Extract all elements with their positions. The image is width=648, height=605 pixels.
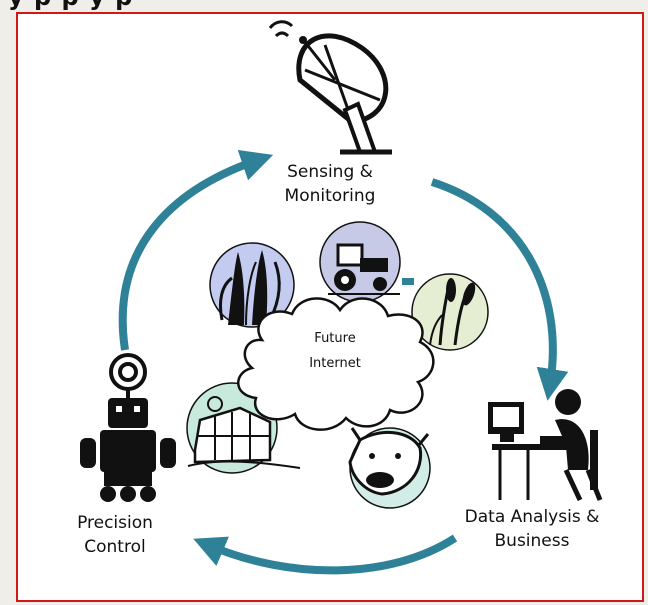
satellite-dish-icon xyxy=(268,20,392,155)
analysis-label-line2: Business xyxy=(494,531,570,551)
future-internet-cloud xyxy=(237,297,435,431)
arrow-sensing-to-analysis xyxy=(430,178,569,401)
arrow-analysis-to-control xyxy=(193,534,458,575)
cropped-heading-text: y p p y p xyxy=(8,0,133,11)
cow-icon xyxy=(348,427,431,509)
computer-user-icon xyxy=(488,389,603,502)
sensing-label-line2: Monitoring xyxy=(284,186,376,206)
cropped-heading: y p p y p xyxy=(0,0,648,12)
cloud-label-line1: Future xyxy=(314,331,356,346)
tractor-icon xyxy=(319,221,401,303)
node-sensing-monitoring: Sensing & Monitoring xyxy=(255,160,405,208)
cloud-label: Future Internet xyxy=(290,326,380,376)
node-precision-control: Precision Control xyxy=(50,511,180,559)
control-label-line1: Precision xyxy=(77,513,153,533)
sensing-label-line1: Sensing & xyxy=(287,162,373,182)
analysis-label-line1: Data Analysis & xyxy=(464,507,600,527)
corn-icon xyxy=(209,242,295,328)
wheat-icon xyxy=(402,273,489,351)
cloud-label-line2: Internet xyxy=(309,356,361,371)
arrow-control-to-sensing xyxy=(118,150,274,351)
node-data-analysis-business: Data Analysis & Business xyxy=(442,505,622,553)
control-label-line2: Control xyxy=(84,537,146,557)
page-margin xyxy=(0,12,16,605)
robot-icon xyxy=(80,353,176,502)
